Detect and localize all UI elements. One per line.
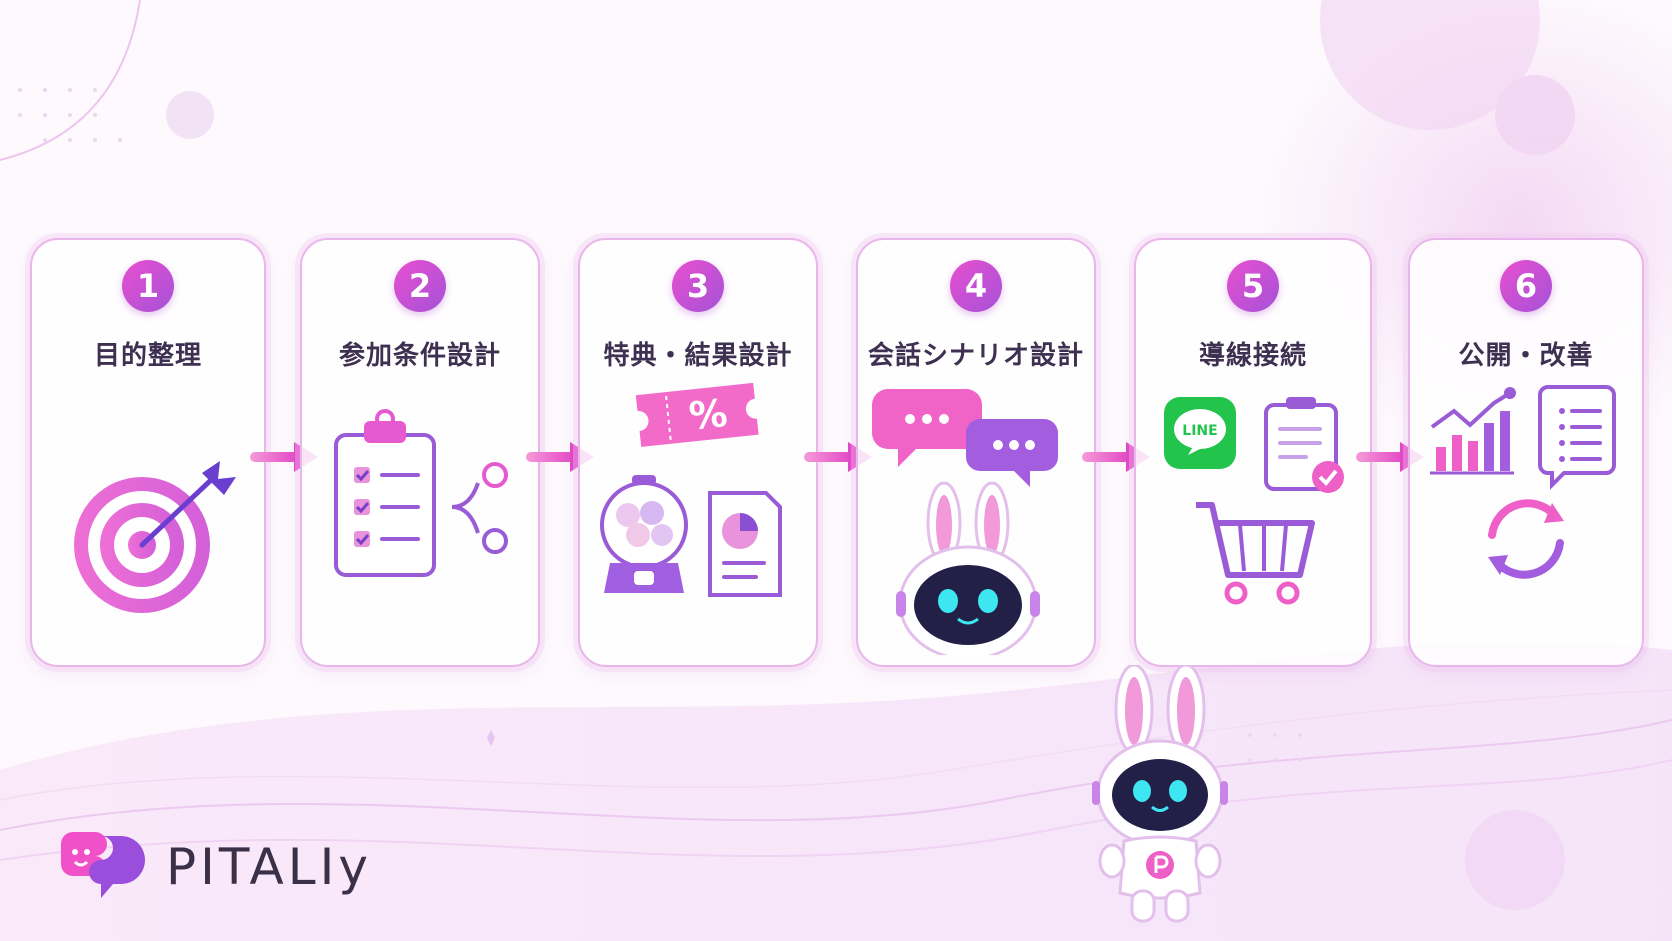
step-number-badge: 1	[122, 260, 174, 312]
target-arrow-icon	[74, 461, 236, 613]
step-title: 特典・結果設計	[603, 341, 793, 371]
step-card-3: 3 特典・結果設計 %	[578, 238, 818, 667]
step-number-badge: 5	[1227, 260, 1279, 312]
step-number-badge: 2	[394, 260, 446, 312]
step-card-4: 4 会話シナリオ設計	[856, 238, 1096, 667]
step-card-5: 5 導線接続 LINE	[1134, 238, 1372, 667]
step-title: 参加条件設計	[338, 341, 501, 371]
step-number-badge: 6	[1500, 260, 1552, 312]
step-title: 目的整理	[93, 341, 202, 371]
step-number-badge: 3	[672, 260, 724, 312]
step-title: 導線接続	[1198, 341, 1307, 371]
svg-text:LINE: LINE	[1182, 423, 1217, 439]
brand-logo-icon	[61, 832, 145, 898]
svg-text:%: %	[687, 391, 729, 439]
bunny-robot-mascot	[1092, 665, 1228, 923]
step-card-6: 6 公開・改善	[1408, 238, 1644, 667]
checklist-branch-icon	[334, 409, 508, 577]
chat-robot-icon	[872, 389, 1058, 655]
brand-name: PITALIy	[166, 838, 372, 896]
coupon-gacha-icon: %	[600, 382, 782, 597]
step-title: 会話シナリオ設計	[867, 341, 1084, 371]
step-card-2: 2 参加条件設計	[300, 238, 540, 667]
step-number-badge: 4	[950, 260, 1002, 312]
chart-cycle-icon	[1430, 385, 1616, 579]
line-cart-icon: LINE	[1164, 397, 1344, 605]
step-title: 公開・改善	[1458, 341, 1594, 371]
step-card-1: 1 目的整理	[30, 238, 266, 667]
